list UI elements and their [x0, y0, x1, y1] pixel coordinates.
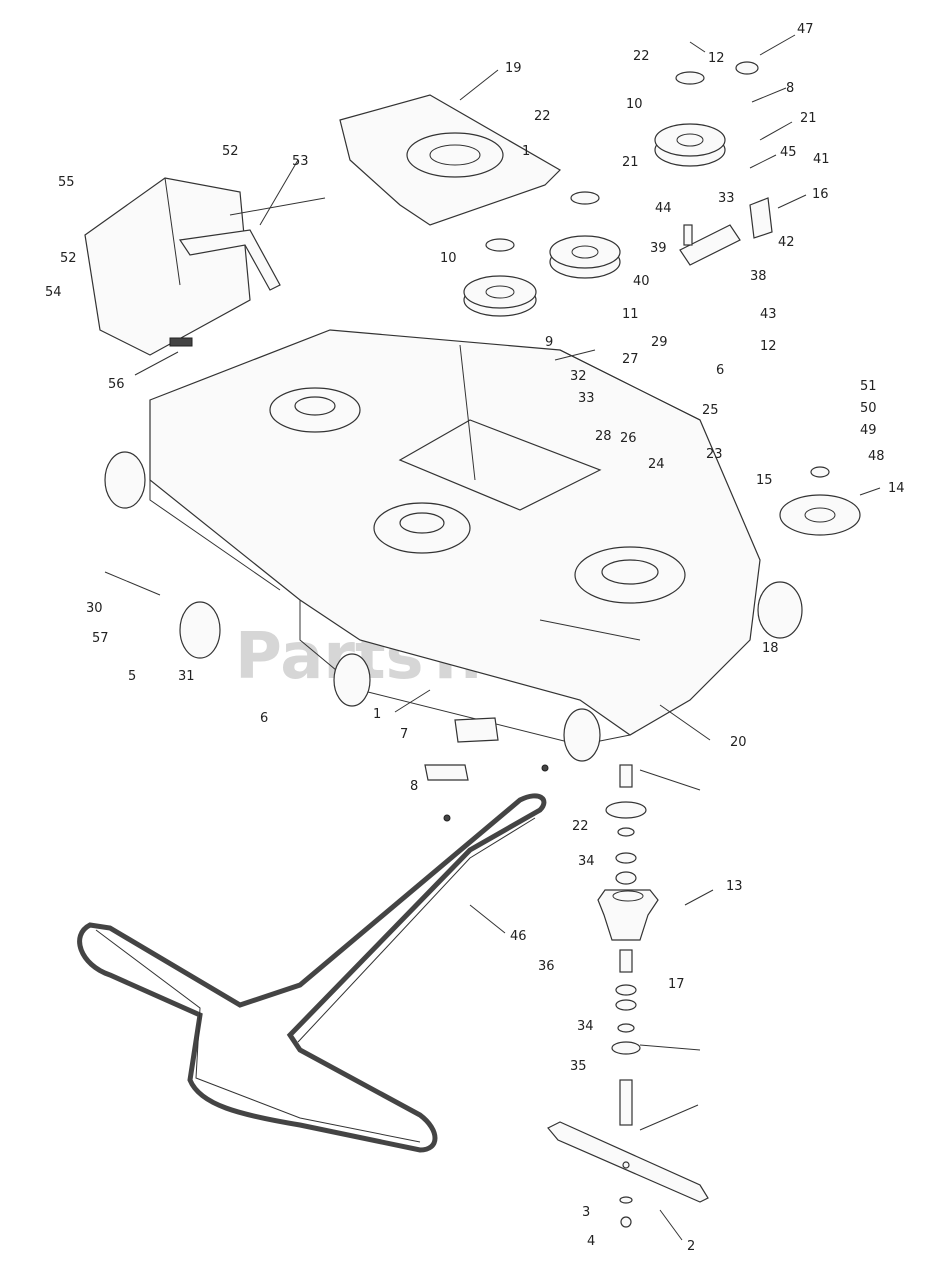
- callout: 10: [626, 97, 643, 112]
- callout: 52: [60, 251, 77, 266]
- small-brackets: [424, 717, 549, 822]
- callout: 8: [786, 81, 794, 96]
- callout: 27: [622, 352, 639, 367]
- callout: 32: [570, 369, 587, 384]
- drive-belt: [77, 793, 547, 1153]
- callout: 46: [510, 929, 527, 944]
- callout: 21: [622, 155, 639, 170]
- belt-cover: [339, 94, 561, 226]
- callout: 44: [655, 201, 672, 216]
- callout: 38: [750, 269, 767, 284]
- callout: 30: [86, 601, 103, 616]
- callout: 33: [718, 191, 735, 206]
- callout: 40: [633, 274, 650, 289]
- callout: 43: [760, 307, 777, 322]
- callout: 3: [582, 1205, 590, 1220]
- spindle-assembly: [547, 764, 709, 1228]
- callout: 18: [762, 641, 779, 656]
- callout: 29: [651, 335, 668, 350]
- callout-labels: 47 12 22 8 10 21 45 41 16 33 44 42 39 38…: [45, 22, 905, 1254]
- callout: 49: [860, 423, 877, 438]
- callout: 56: [108, 377, 125, 392]
- callout: 6: [260, 711, 268, 726]
- callout: 51: [860, 379, 877, 394]
- callout: 41: [813, 152, 830, 167]
- callout: 34: [577, 1019, 594, 1034]
- callout: 21: [800, 111, 817, 126]
- mower-deck: [149, 329, 761, 746]
- callout: 25: [702, 403, 719, 418]
- callout: 12: [708, 51, 725, 66]
- callout: 2: [687, 1239, 695, 1254]
- callout: 9: [545, 335, 553, 350]
- callout: 36: [538, 959, 555, 974]
- callout: 26: [620, 431, 637, 446]
- callout: 48: [868, 449, 885, 464]
- callout: 24: [648, 457, 665, 472]
- callout: 35: [570, 1059, 587, 1074]
- callout: 14: [888, 481, 905, 496]
- callout: 1: [373, 707, 381, 722]
- callout: 22: [633, 49, 650, 64]
- discharge-deflector: [84, 177, 326, 356]
- callout: 23: [706, 447, 723, 462]
- callout: 1: [522, 144, 530, 159]
- callout: 13: [726, 879, 743, 894]
- callout: 47: [797, 22, 814, 37]
- callout: 16: [812, 187, 829, 202]
- callout: 45: [780, 145, 797, 160]
- callout: 33: [578, 391, 595, 406]
- callout: 53: [292, 154, 309, 169]
- callout: 6: [716, 363, 724, 378]
- leader-lines: [134, 34, 881, 1241]
- callout: 15: [756, 473, 773, 488]
- callout: 17: [668, 977, 685, 992]
- callout: 5: [128, 669, 136, 684]
- callout: 34: [578, 854, 595, 869]
- callout: 57: [92, 631, 109, 646]
- callout: 54: [45, 285, 62, 300]
- callout: 11: [622, 307, 639, 322]
- callout: 52: [222, 144, 239, 159]
- callout: 22: [572, 819, 589, 834]
- callout: 10: [440, 251, 457, 266]
- callout: 8: [410, 779, 418, 794]
- callout: 31: [178, 669, 195, 684]
- callout: 12: [760, 339, 777, 354]
- callout: 20: [730, 735, 747, 750]
- deck-wheels: [104, 451, 803, 762]
- callout: 42: [778, 235, 795, 250]
- callout: 50: [860, 401, 877, 416]
- callout: 28: [595, 429, 612, 444]
- callout: 4: [587, 1234, 595, 1249]
- pulleys: [463, 61, 861, 536]
- callout: 39: [650, 241, 667, 256]
- callout: 55: [58, 175, 75, 190]
- callout: 19: [505, 61, 522, 76]
- callout: 22: [534, 109, 551, 124]
- callout: 7: [400, 727, 408, 742]
